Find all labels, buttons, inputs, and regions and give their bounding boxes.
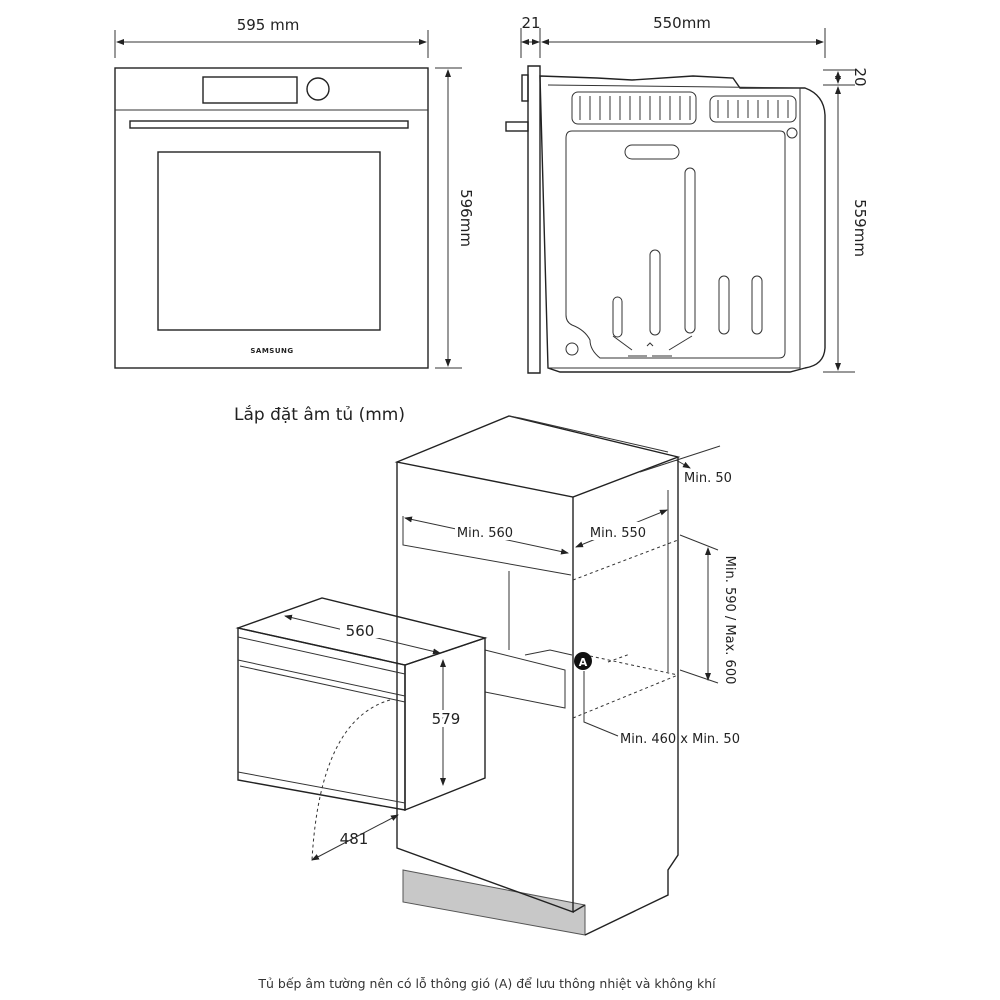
top-offset-label: 20	[851, 67, 869, 86]
vent-marker-letter: A	[579, 656, 588, 669]
min-50-top-label: Min. 50	[684, 471, 732, 486]
oven-height-label: 579	[432, 710, 461, 728]
installation-diagram: Lắp đặt âm tủ (mm) Min. 50 Min. 560 Min.…	[234, 404, 740, 936]
side-depth-label: 550mm	[653, 14, 711, 32]
brand-logo: SAMSUNG	[250, 347, 293, 355]
front-width-label: 595 mm	[237, 16, 300, 34]
installation-caption: Tủ bếp âm tường nên có lỗ thông gió (A) …	[257, 976, 716, 991]
door-swing-label: 481	[340, 830, 369, 848]
oven-front-view: 595 mm SAMSUNG 596mm	[114, 16, 475, 369]
height-range-label: Min. 590 / Max. 600	[722, 556, 737, 685]
cabinet-front	[396, 462, 574, 913]
side-height-label: 559mm	[851, 199, 869, 257]
oven-width-label: 560	[346, 622, 375, 640]
min-550-label: Min. 550	[590, 526, 646, 541]
installation-title: Lắp đặt âm tủ (mm)	[234, 404, 405, 425]
min-560-label: Min. 560	[457, 526, 513, 541]
cabinet-side	[572, 457, 679, 936]
door-handle	[129, 120, 409, 129]
control-knob	[306, 77, 330, 101]
oven-side-body	[539, 75, 826, 373]
cabinet-top	[394, 415, 681, 498]
door-depth-label: 21	[521, 14, 540, 32]
oven-front-body	[114, 67, 429, 369]
vent-marker	[574, 652, 592, 670]
oven-side-view: 21 550mm 20 559mm	[505, 14, 869, 374]
oven-window	[157, 151, 381, 331]
front-height-label: 596mm	[457, 189, 475, 247]
vent-size-label: Min. 460 x Min. 50	[620, 732, 740, 747]
display-panel	[202, 76, 298, 104]
